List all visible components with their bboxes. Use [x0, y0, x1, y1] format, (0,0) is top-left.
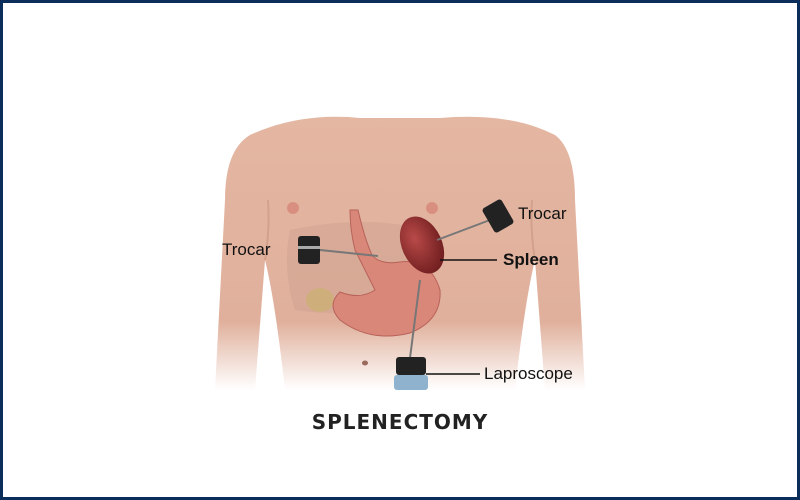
label-trocar-right: Trocar — [518, 204, 567, 223]
nipple-right — [426, 202, 438, 214]
stomach — [332, 209, 441, 337]
label-spleen: Spleen — [503, 250, 559, 269]
gallbladder — [306, 288, 334, 312]
spleen — [399, 216, 445, 274]
trocar-left — [298, 236, 379, 264]
label-laparoscope: Laproscope — [484, 364, 573, 383]
label-trocar-left: Trocar — [222, 240, 271, 259]
laparoscope — [394, 279, 428, 390]
nipple-left — [287, 202, 299, 214]
trocar-right — [436, 199, 514, 241]
torso — [215, 116, 585, 391]
navel — [362, 360, 368, 366]
page-title: SPLENECTOMY — [311, 410, 489, 434]
